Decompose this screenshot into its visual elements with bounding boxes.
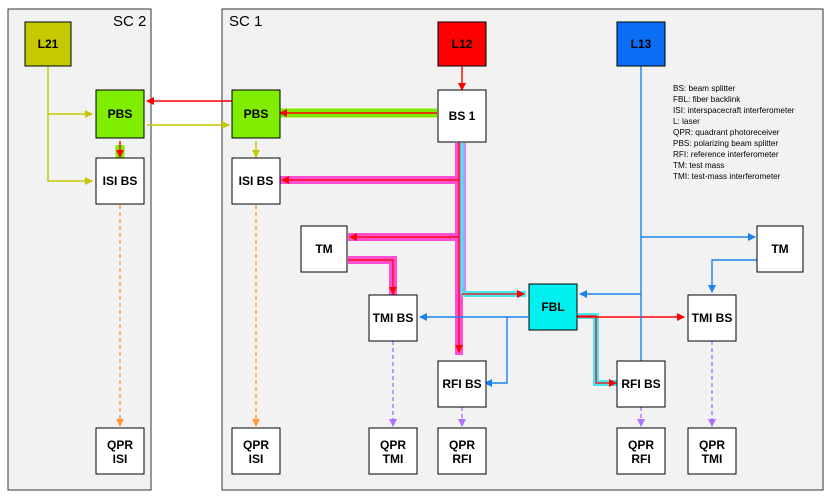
svg-text:QPR: QPR	[107, 438, 133, 452]
svg-text:TMI: TMI	[383, 452, 404, 466]
legend-item: FBL: fiber backlink	[673, 95, 741, 104]
legend-item: ISI: interspacecraft interferometer	[673, 106, 795, 115]
qpr-rfi-left: QPR RFI	[437, 427, 487, 475]
red-line-tm-tmi	[348, 259, 397, 295]
svg-text:FBL: FBL	[541, 300, 564, 314]
test-mass-left: TM	[300, 225, 348, 273]
legend-item: TMI: test-mass interferometer	[673, 172, 781, 181]
legend-item: L: laser	[673, 117, 700, 126]
svg-text:TMI BS: TMI BS	[692, 311, 733, 325]
svg-text:L21: L21	[38, 37, 59, 51]
svg-text:TM: TM	[315, 242, 332, 256]
svg-text:TM: TM	[771, 242, 788, 256]
blue-line-tm-tmi	[708, 259, 757, 293]
test-mass-right: TM	[756, 225, 804, 273]
svg-text:QPR: QPR	[243, 438, 269, 452]
svg-text:TMI: TMI	[702, 452, 723, 466]
yellow-line-l21-isi	[47, 114, 93, 185]
rfi-bs-left: RFI BS	[437, 360, 487, 408]
svg-text:L13: L13	[631, 37, 652, 51]
isi-bs-sc1: ISI BS	[231, 157, 281, 205]
isi-bs-sc2: ISI BS	[95, 157, 145, 205]
laser-l12: L12	[437, 21, 487, 67]
laser-l13: L13	[616, 21, 666, 67]
svg-text:RFI: RFI	[631, 452, 650, 466]
svg-text:QPR: QPR	[449, 438, 475, 452]
legend-item: BS: beam splitter	[673, 84, 736, 93]
sc2-label: SC 2	[113, 13, 146, 30]
svg-text:ISI: ISI	[249, 452, 264, 466]
qpr-isi-sc2: QPR ISI	[95, 427, 145, 475]
qpr-isi-sc1: QPR ISI	[231, 427, 281, 475]
legend-item: QPR: quadrant photoreceiver	[673, 128, 780, 137]
laser-l21: L21	[24, 21, 72, 67]
svg-text:QPR: QPR	[380, 438, 406, 452]
sc2-panel	[7, 8, 152, 491]
blue-line-fbl-rfi-left	[484, 317, 508, 387]
svg-text:QPR: QPR	[628, 438, 654, 452]
svg-text:RFI: RFI	[452, 452, 471, 466]
legend: BS: beam splitter FBL: fiber backlink IS…	[673, 84, 795, 181]
svg-text:QPR: QPR	[699, 438, 725, 452]
svg-text:L12: L12	[452, 37, 473, 51]
svg-text:RFI BS: RFI BS	[621, 377, 660, 391]
fiber-backlink: FBL	[528, 283, 578, 331]
qpr-tmi-right: QPR TMI	[687, 427, 737, 475]
svg-text:PBS: PBS	[244, 107, 269, 121]
qpr-rfi-right: QPR RFI	[616, 427, 666, 475]
svg-text:PBS: PBS	[108, 107, 133, 121]
legend-item: PBS: polarizing beam splitter	[673, 139, 778, 148]
legend-item: TM: test mass	[673, 161, 724, 170]
qpr-tmi-left: QPR TMI	[368, 427, 418, 475]
beam-splitter-bs1: BS 1	[437, 89, 487, 143]
svg-text:TMI BS: TMI BS	[373, 311, 414, 325]
svg-text:RFI BS: RFI BS	[442, 377, 481, 391]
svg-text:ISI BS: ISI BS	[239, 174, 274, 188]
svg-text:ISI: ISI	[113, 452, 128, 466]
tmi-bs-left: TMI BS	[368, 294, 418, 342]
red-line-fbl-rfi	[577, 315, 617, 387]
pbs-sc1: PBS	[231, 89, 281, 139]
svg-text:ISI BS: ISI BS	[103, 174, 138, 188]
svg-text:BS 1: BS 1	[449, 109, 476, 123]
sc1-label: SC 1	[229, 13, 262, 30]
tmi-bs-right: TMI BS	[687, 294, 737, 342]
pbs-sc2: PBS	[95, 89, 145, 139]
rfi-bs-right: RFI BS	[616, 360, 666, 408]
legend-item: RFI: reference interferometer	[673, 150, 779, 159]
